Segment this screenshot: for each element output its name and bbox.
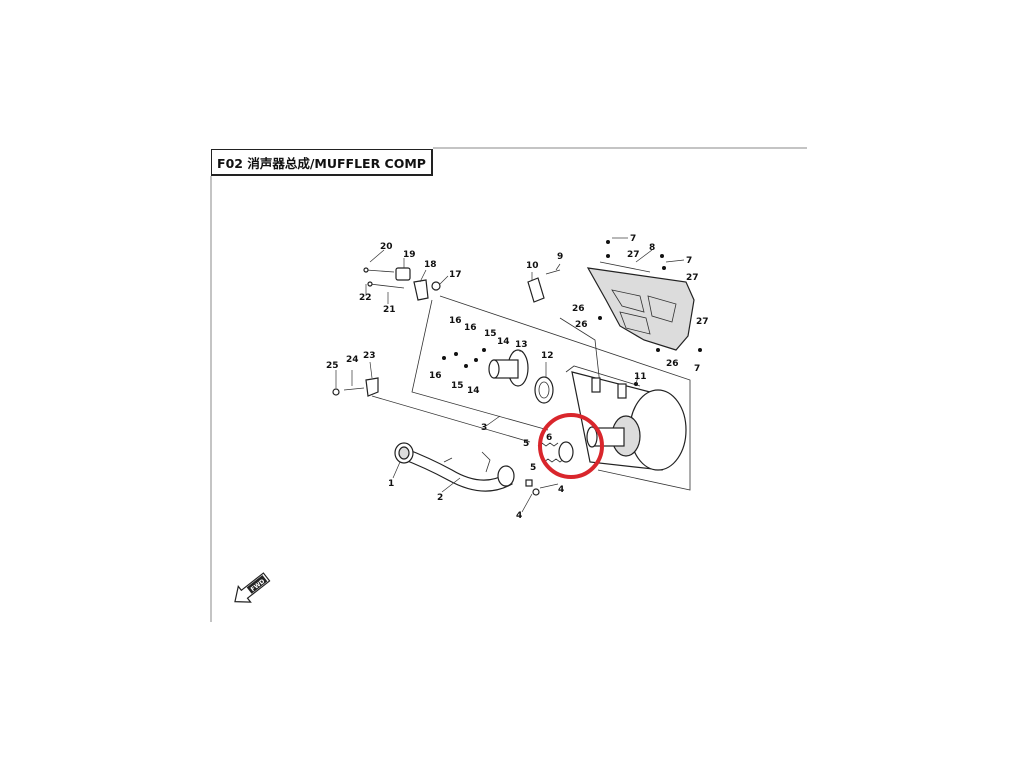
callout-14: 14 [467, 386, 480, 396]
callout-6: 6 [546, 433, 552, 443]
assembly-boundary [439, 295, 691, 491]
bolt-9 [545, 269, 561, 275]
nut-2 [525, 479, 533, 487]
callout-11: 11 [634, 372, 647, 382]
callout-22: 22 [359, 293, 372, 303]
callout-24: 24 [346, 355, 359, 365]
leader-lines [335, 237, 685, 513]
callout-9: 9 [557, 252, 563, 262]
gasket-inner [538, 381, 550, 399]
callout-27: 27 [627, 250, 640, 260]
callout-13: 13 [515, 340, 528, 350]
fasteners [442, 240, 702, 386]
callout-7: 7 [630, 234, 636, 244]
callout-19: 19 [403, 250, 416, 260]
callout-8: 8 [649, 243, 655, 253]
seal-ring [558, 441, 574, 463]
callout-14: 14 [497, 337, 510, 347]
callout-26: 26 [666, 359, 679, 369]
bolt-24 [343, 387, 365, 391]
bracket-lead [371, 395, 531, 443]
callout-17: 17 [449, 270, 462, 280]
front-exhaust-pipe [394, 442, 515, 492]
diagram-title: F02 消声器总成/MUFFLER COMP [211, 149, 433, 176]
callout-10: 10 [526, 261, 539, 271]
callout-2: 2 [437, 493, 443, 503]
callout-16: 16 [429, 371, 442, 381]
callout-7: 7 [694, 364, 700, 374]
callout-labels: 1 2 3 4 4 5 5 6 7 7 7 8 9 10 11 12 13 14… [326, 234, 709, 521]
callout-25: 25 [326, 361, 339, 371]
callout-7: 7 [686, 256, 692, 266]
lower-bracket [365, 377, 379, 397]
forward-direction-arrow-icon: FWD [234, 572, 271, 603]
inner-tube [488, 349, 529, 387]
washer-25 [332, 388, 340, 396]
mount-bracket [363, 267, 441, 301]
callout-1: 1 [388, 479, 394, 489]
heatshield-boundary [559, 317, 601, 386]
assembly-boundary-left [411, 299, 549, 431]
callout-26: 26 [572, 304, 585, 314]
callout-20: 20 [380, 242, 393, 252]
callout-23: 23 [363, 351, 376, 361]
callout-26: 26 [575, 320, 588, 330]
callout-27: 27 [696, 317, 709, 327]
muffler-body [565, 365, 687, 471]
callout-12: 12 [541, 351, 554, 361]
heat-shield [586, 261, 695, 351]
callout-15: 15 [451, 381, 464, 391]
gasket [534, 376, 554, 404]
callout-5: 5 [523, 439, 529, 449]
callout-16: 16 [464, 323, 477, 333]
highlight-circle [538, 413, 604, 479]
nut [532, 488, 540, 496]
callout-3: 3 [481, 423, 487, 433]
mount-plate [527, 277, 545, 303]
callout-5: 5 [530, 463, 536, 473]
callout-21: 21 [383, 305, 396, 315]
callout-27: 27 [686, 273, 699, 283]
callout-4: 4 [516, 511, 522, 521]
callout-18: 18 [424, 260, 437, 270]
callout-16: 16 [449, 316, 462, 326]
callout-4: 4 [558, 485, 564, 495]
callout-15: 15 [484, 329, 497, 339]
